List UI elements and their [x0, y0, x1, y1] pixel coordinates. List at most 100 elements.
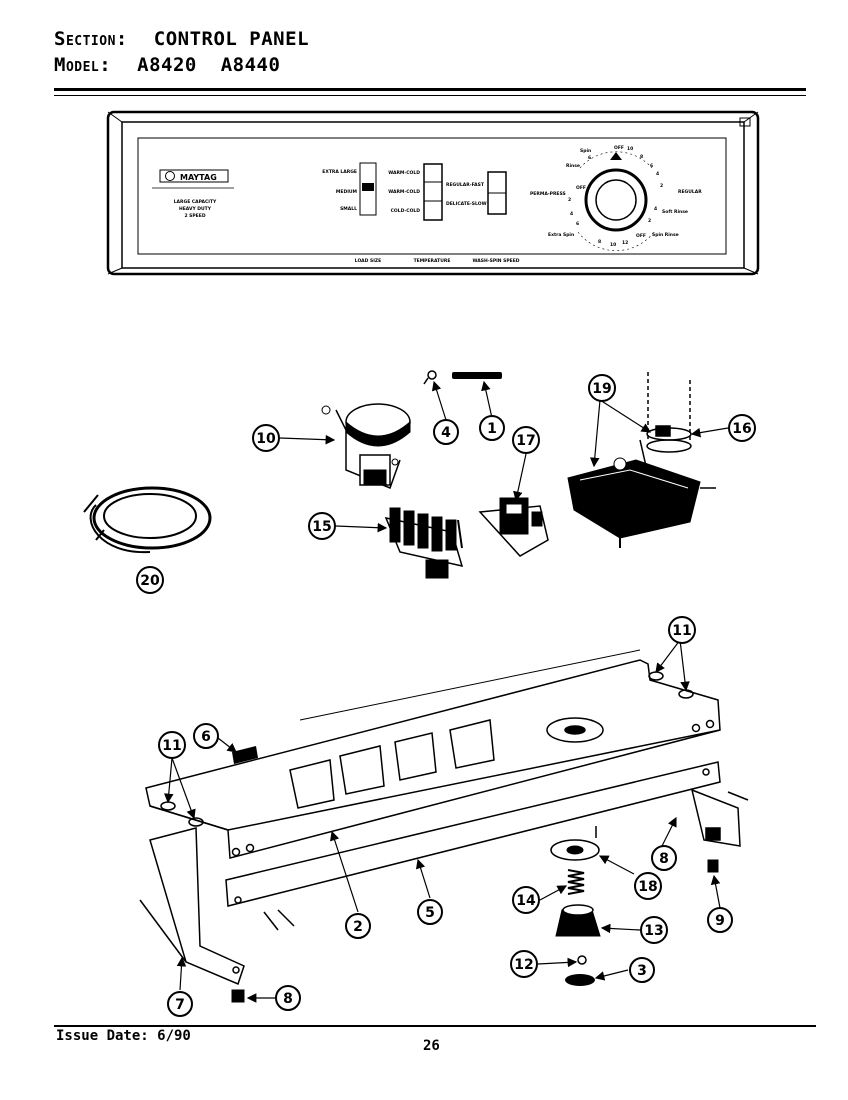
model-label: Model:	[54, 54, 112, 76]
callout-5: 5	[417, 899, 443, 925]
part-15-valve-assembly	[567, 439, 716, 548]
issue-date: Issue Date: 6/90	[56, 1028, 191, 1044]
svg-text:8: 8	[659, 851, 669, 867]
svg-text:15: 15	[312, 519, 331, 535]
dial-num-2: 8	[640, 154, 643, 160]
callout-9: 9	[707, 907, 733, 933]
callout-14: 14	[512, 886, 540, 914]
callout-20: 20	[136, 566, 164, 594]
callout-8-bottom: 8	[275, 985, 301, 1011]
temp-option-3: COLD-COLD	[391, 208, 421, 214]
dial-num-0: OFF	[614, 145, 624, 151]
load-size-small: SMALL	[340, 206, 357, 212]
dial-num-12: 12	[622, 240, 628, 246]
part-14-spring	[567, 869, 585, 895]
header-rule-thick	[54, 88, 806, 91]
svg-text:14: 14	[516, 893, 536, 909]
svg-text:9: 9	[715, 913, 725, 929]
svg-text:18: 18	[638, 879, 657, 895]
callout-17: 13	[640, 916, 668, 944]
svg-text:17: 17	[516, 433, 535, 449]
callout-18: 16	[728, 414, 756, 442]
part-9-clips	[231, 859, 719, 1003]
svg-text:16: 16	[732, 421, 751, 437]
dial-num-5: 2	[660, 183, 663, 189]
part-17-knob	[555, 904, 601, 937]
header-rule-thin	[54, 95, 806, 96]
load-size-selector[interactable]: EXTRA LARGE MEDIUM SMALL	[322, 162, 377, 216]
part-11-screws	[160, 671, 749, 931]
dial-label-extra-spin: Extra Spin	[548, 232, 574, 238]
footer-rule	[54, 1025, 816, 1027]
svg-text:3: 3	[637, 963, 647, 979]
svg-text:13: 13	[644, 923, 663, 939]
page-number: 26	[423, 1038, 440, 1054]
callout-15: 19	[588, 374, 616, 402]
section-heading: Section: CONTROL PANEL	[54, 28, 309, 50]
dial-num-10: 8	[598, 239, 601, 245]
callout-1: 1	[479, 415, 505, 441]
callouts: 10 4 1 17 19 16 15 20 11 11 6 2 5 7 8 8 …	[136, 374, 756, 1017]
callout-8-right: 8	[651, 845, 677, 871]
callout-11-right: 11	[668, 616, 696, 644]
dial-label-regular: REGULAR	[678, 189, 702, 195]
callout-16: 18	[634, 872, 662, 900]
dial-label-spin-rinse: Spin Rinse	[652, 232, 679, 238]
callout-13: 17	[512, 426, 540, 454]
part-12-washer	[577, 955, 587, 965]
svg-text:8: 8	[283, 991, 293, 1007]
section-value: CONTROL PANEL	[153, 28, 310, 50]
svg-text:7: 7	[175, 997, 185, 1013]
brand-text: MAYTAG	[180, 173, 217, 182]
part-18-hose-clamp	[646, 372, 692, 453]
svg-text:4: 4	[441, 425, 451, 441]
part-8-end-bracket-right	[690, 788, 741, 847]
svg-text:11: 11	[672, 623, 691, 639]
part-20-wire-harness	[83, 486, 212, 554]
svg-text:5: 5	[425, 905, 435, 921]
dial-num-9: 6	[576, 221, 579, 227]
part-5-lower-rail	[225, 761, 721, 907]
svg-text:10: 10	[256, 431, 276, 447]
leader-lines	[163, 380, 729, 1003]
svg-text:11: 11	[162, 738, 181, 754]
dial-label-soft-rinse: Soft Rinse	[662, 209, 688, 215]
svg-text:2: 2	[353, 919, 363, 935]
dial-num-16: 6	[588, 155, 591, 161]
dial-label-spin: Spin	[580, 148, 591, 154]
svg-text:20: 20	[140, 573, 160, 589]
svg-text:19: 19	[592, 381, 611, 397]
model-heading: Model: A8420 A8440	[54, 54, 280, 76]
callout-11-left: 11	[158, 731, 186, 759]
temp-option-2: WARM-COLD	[388, 189, 420, 195]
callout-6: 6	[193, 723, 219, 749]
dial-num-14: 2	[648, 218, 651, 224]
load-size-medium: MEDIUM	[336, 189, 358, 195]
temperature-selector[interactable]: WARM-COLD WARM-COLD COLD-COLD	[388, 163, 443, 221]
part-2-console-frame	[145, 649, 721, 859]
timer-dial[interactable]: OFF 10 8 6 4 2 OFF 2 4 6 8 10 12 OFF 2 4…	[530, 145, 702, 251]
label-wash-spin-speed: WASH-SPIN SPEED	[472, 258, 519, 264]
part-1-knob-bar	[452, 372, 502, 379]
svg-text:12: 12	[514, 957, 533, 973]
label-load-size: LOAD SIZE	[355, 258, 381, 264]
part-19-switch-block	[384, 507, 464, 579]
dial-num-3: 6	[650, 163, 653, 169]
svg-text:6: 6	[201, 729, 211, 745]
callout-12: 12	[510, 950, 538, 978]
callout-3: 3	[629, 957, 655, 983]
label-temperature: TEMPERATURE	[414, 258, 451, 264]
svg-text:1: 1	[487, 421, 497, 437]
dial-num-7: 2	[568, 197, 571, 203]
brand-badge: MAYTAG	[152, 169, 234, 189]
control-panel-front	[106, 110, 760, 276]
dial-num-6: OFF	[576, 185, 586, 191]
model-value: A8420 A8440	[137, 54, 281, 76]
capacity-line-3: 2 SPEED	[184, 213, 205, 219]
dial-num-15: 4	[654, 206, 657, 212]
part-13-switch	[478, 497, 549, 557]
part-16-cam-plate	[550, 826, 600, 861]
part-3-knob-cap	[565, 974, 595, 986]
speed-selector[interactable]: REGULAR-FAST DELICATE-SLOW	[446, 171, 507, 215]
